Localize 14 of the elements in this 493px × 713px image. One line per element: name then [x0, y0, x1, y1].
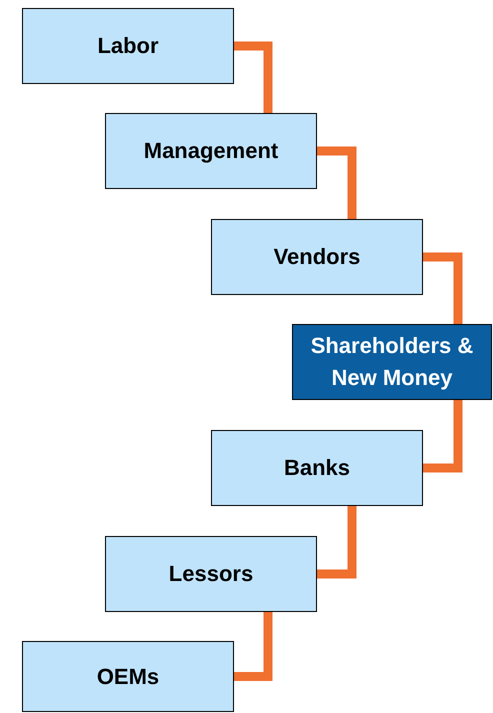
box-label: Banks: [284, 454, 350, 482]
process-box: [105, 113, 317, 189]
box-label: Labor: [97, 32, 159, 60]
process-box: [22, 641, 234, 712]
process-box: [292, 324, 492, 400]
box-label: Vendors: [274, 243, 360, 271]
process-box: [211, 430, 423, 506]
box-label: Shareholders & New Money: [310, 332, 474, 392]
process-box: [105, 536, 317, 612]
process-box: [22, 8, 234, 84]
process-box: [211, 219, 423, 295]
box-label: Lessors: [168, 560, 254, 588]
box-label: Management: [144, 137, 278, 165]
box-label: OEMs: [96, 662, 160, 690]
